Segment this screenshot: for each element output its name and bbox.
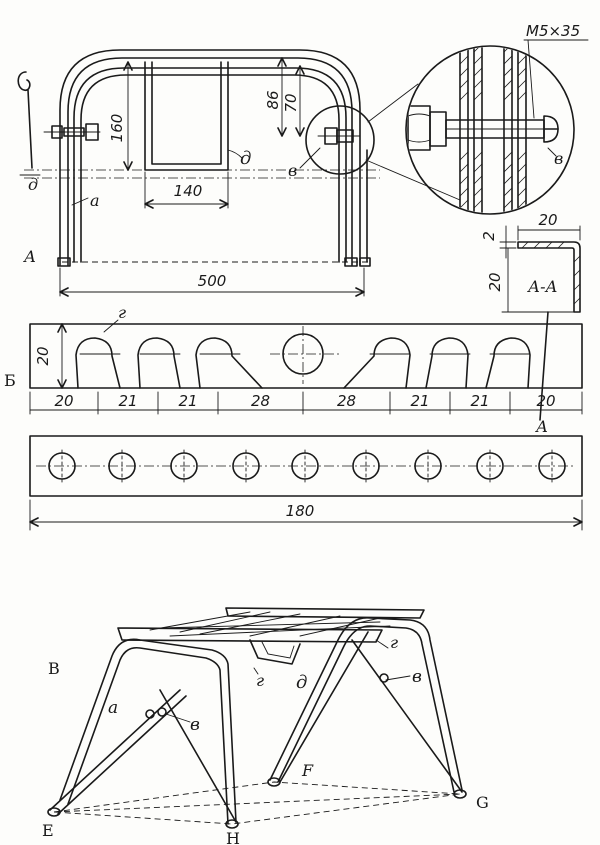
section-cut-line	[539, 311, 549, 421]
slot-6	[485, 337, 531, 389]
chain-dim-label: 28	[337, 392, 356, 410]
iso-label-tube: а	[108, 698, 118, 718]
point-e: E	[42, 821, 54, 840]
iso-right-loop-inner	[277, 625, 455, 793]
iso-left-loop	[59, 638, 237, 823]
iso-left-loop-inner	[67, 646, 229, 825]
iso-label-bolt-left: в	[190, 715, 200, 735]
dim-height-left: 160	[108, 114, 126, 143]
iso-cross-leg-3	[351, 639, 463, 793]
chain-dim-label: 21	[178, 392, 197, 410]
chain-dim-ticks	[29, 391, 583, 415]
foot-f	[267, 777, 281, 787]
holed-strip: 180	[29, 435, 583, 531]
label-bracket: д	[240, 148, 251, 169]
chain-dim-label: 20	[536, 392, 555, 410]
footprint	[53, 781, 461, 825]
top-slat-back	[225, 607, 425, 619]
slotted-strip: 20 20 21 21 28 28 21 21 20 г Б А	[4, 303, 583, 436]
bolt-left	[43, 123, 101, 141]
frame-tube-outer-inner	[67, 57, 353, 266]
dim-height-mid: 86	[264, 90, 282, 109]
hanger-hook	[17, 71, 33, 169]
iso-cross-leg-2	[159, 689, 237, 823]
foot-cap-right-2	[359, 257, 371, 267]
u-bracket-inner	[151, 61, 222, 165]
slot-3	[195, 337, 263, 389]
holed-strip-outline	[29, 435, 583, 497]
hole-row	[48, 449, 566, 483]
chain-dim-label: 28	[251, 392, 270, 410]
bolt-right	[317, 127, 361, 145]
point-h: Н	[226, 829, 240, 845]
top-slat-front	[117, 627, 383, 643]
dim-frame-width: 500	[198, 272, 227, 290]
chain-dim-label: 21	[470, 392, 489, 410]
isometric-view: а в в г д г E Н F G В	[42, 607, 489, 845]
callout-fastener: М5×35	[526, 22, 580, 40]
chain-dim-label: 20	[54, 392, 73, 410]
bolt-detail: М5×35 в	[405, 22, 589, 215]
frame-tube-inner-inner	[80, 74, 340, 263]
dim-strip-length: 180	[286, 502, 315, 520]
dim-flange-width: 20	[538, 211, 557, 229]
iso-label-strip-front: г	[256, 671, 264, 690]
pivot-left	[145, 709, 155, 719]
chain-dim-label: 21	[118, 392, 137, 410]
slot-1	[75, 337, 121, 389]
section-aa: 20 2 20 А-А	[480, 211, 581, 421]
label-hanger: д	[28, 175, 38, 194]
point-g: G	[476, 793, 489, 812]
pivot-right	[379, 673, 389, 683]
label-strip: г	[118, 303, 126, 322]
slot-4	[343, 337, 411, 389]
view-label-b: Б	[4, 371, 16, 390]
view-label-a: А	[23, 247, 36, 266]
section-title: А-А	[527, 277, 558, 296]
chain-dim-label: 21	[410, 392, 429, 410]
label-bolt: в	[288, 161, 297, 180]
slot-5	[425, 337, 469, 389]
dim-bracket-width: 140	[174, 182, 203, 200]
detail-circle-small	[305, 105, 375, 175]
dim-strip-height: 20	[34, 346, 52, 365]
dim-height-right: 70	[282, 93, 300, 112]
iso-right-loop	[269, 617, 463, 791]
detail-circle-large	[405, 45, 575, 215]
iso-label-bolt-right: в	[412, 667, 422, 687]
u-bracket	[144, 61, 229, 171]
label-bolt-detail: в	[554, 149, 563, 168]
front-view: 160 86 70 140 500 а д в д А	[17, 49, 461, 297]
strip-outline	[29, 323, 583, 389]
iso-cross-leg-4	[279, 631, 369, 783]
iso-label-strip-back: г	[390, 633, 398, 652]
iso-bracket	[249, 639, 301, 665]
view-label-v: В	[48, 659, 60, 678]
slot-2	[137, 337, 181, 389]
dim-leg-height: 20	[486, 272, 504, 291]
dim-thickness: 2	[480, 231, 498, 241]
iso-label-bracket: д	[296, 672, 307, 693]
frame-tube-outer	[59, 49, 361, 266]
section-mark: А	[535, 417, 548, 436]
foot-cap-left	[57, 257, 71, 267]
point-f: F	[301, 761, 314, 780]
label-tube: а	[90, 191, 100, 210]
chain-dim-labels: 20 21 21 28 28 21 21 20	[54, 392, 555, 410]
frame-tube-inner	[73, 67, 347, 263]
